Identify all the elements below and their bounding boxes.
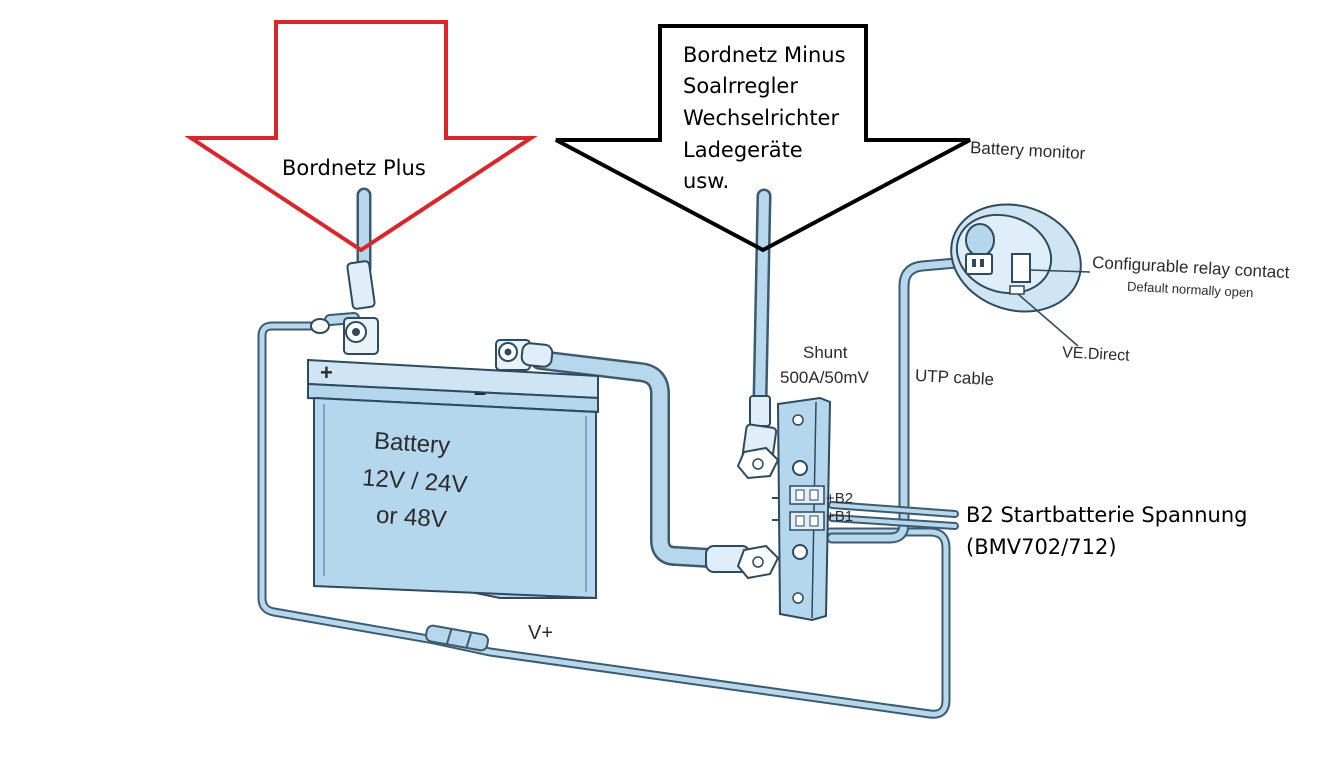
shunt-rating: 500A/50mV [780,368,869,387]
shunt [772,396,832,622]
system-plus-arrow [184,20,538,253]
b2-label-line1: B2 Startbatterie Spannung [966,503,1248,527]
utp-cable-label: UTP cable [914,365,995,390]
utp-cable [826,256,974,544]
system-minus-label-1: Bordnetz Minus [683,43,846,67]
negative-main-cable [530,350,754,570]
shunt-system-lug [736,395,780,480]
battery-voltage-2: or 48V [375,501,448,534]
shunt-battery-lug [705,544,780,580]
system-minus-label-3: Wechselrichter [683,106,840,130]
shunt-b2-terminal: +B2 [826,490,854,507]
battery-monitor [950,203,1091,347]
system-plus-label: Bordnetz Plus [282,156,426,180]
battery-title: Battery [373,427,451,460]
battery [307,358,599,600]
shunt-title: Shunt [803,343,848,362]
battery-plus-sign: + [320,360,333,385]
battery-minus-sign: – [474,380,487,405]
b2-label-line2: (BMV702/712) [966,535,1117,559]
vedirect-label: VE.Direct [1061,344,1131,365]
inline-fuse [425,624,489,652]
b2-wire [828,501,959,530]
shunt-b1-terminal: +B1 [826,508,854,525]
system-minus-label-2: Soalrregler [683,74,798,98]
vplus-label: V+ [528,622,554,644]
positive-terminal [310,260,379,355]
system-minus-cable [752,188,772,408]
system-minus-arrow [555,24,971,253]
system-minus-label-5: usw. [683,169,730,193]
negative-terminal [495,339,554,371]
system-minus-label-4: Ladegeräte [683,138,803,162]
